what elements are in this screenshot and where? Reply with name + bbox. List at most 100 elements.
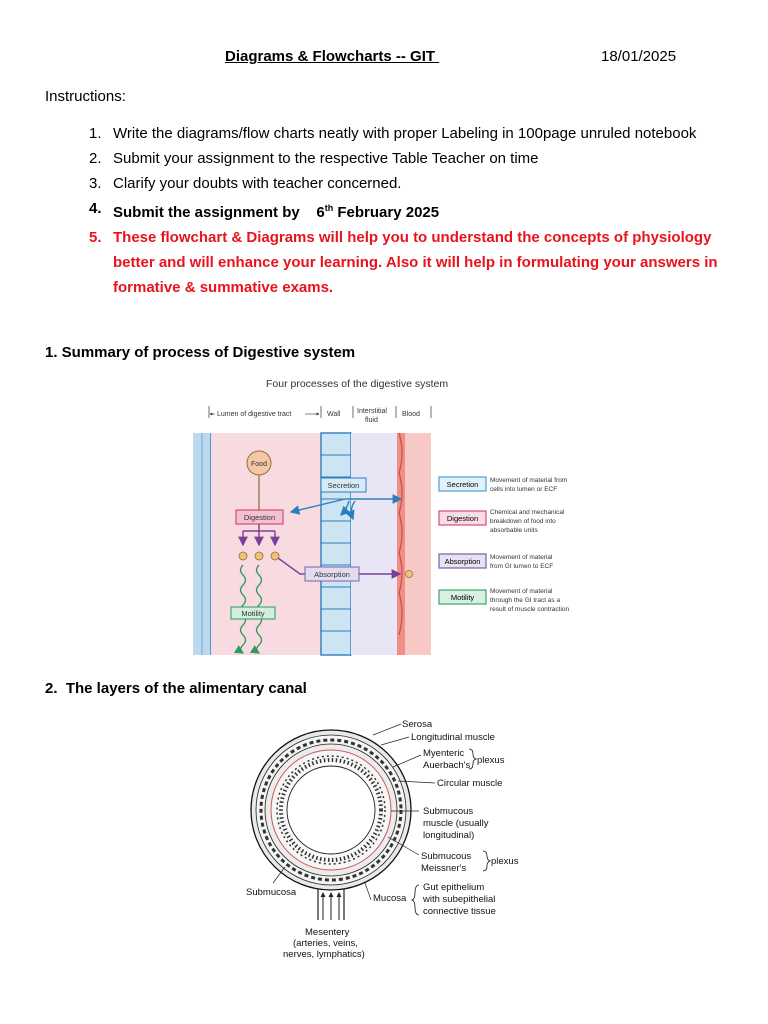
mesentery-stalk: [317, 889, 345, 920]
svg-text:cells into lumen or ECF: cells into lumen or ECF: [490, 486, 557, 493]
legend-absorption: Absorption Movement of material from GI …: [438, 553, 553, 570]
legend-digestion: Digestion Chemical and mechanical breakd…: [438, 509, 565, 534]
submucous-plexus-ring: [276, 755, 386, 865]
instruction-number: 5.: [89, 229, 102, 246]
food-label: Food: [251, 461, 267, 468]
legend-motility: Motility Movement of material through th…: [438, 588, 570, 613]
nutrient-particles: [238, 551, 280, 561]
label-auerbach: Auerbach's: [423, 760, 470, 771]
svg-text:Movement of material: Movement of material: [490, 588, 553, 595]
region-interstitial-label: Interstitial: [357, 408, 387, 415]
document-title: Diagrams & Flowcharts -- GIT: [225, 48, 440, 65]
digestion-label: Digestion: [244, 513, 275, 522]
label-plexus-1: plexus: [477, 755, 505, 766]
label-meissner: Meissner's: [421, 863, 466, 874]
svg-text:absorbable units: absorbable units: [490, 527, 538, 534]
alimentary-canal-layers-figure: Serosa Longitudinal muscle Myenteric Aue…: [246, 719, 519, 960]
svg-text:Chemical and mechanical: Chemical and mechanical: [490, 509, 565, 516]
layer-labels: Serosa Longitudinal muscle Myenteric Aue…: [246, 719, 519, 960]
ordinal-suffix: th: [324, 203, 334, 213]
vessel-wall-line: [398, 432, 403, 636]
instructions-list: 1. Write the diagrams/flow charts neatly …: [89, 121, 743, 300]
lumen: [286, 765, 376, 855]
label-submucous-muscle-1: Submucous: [423, 806, 473, 817]
svg-text:Absorption: Absorption: [445, 557, 481, 566]
region-wall-label: Wall: [327, 411, 341, 418]
document-date: 18/01/2025: [601, 48, 677, 65]
label-myenteric: Myenteric: [423, 748, 464, 759]
label-serosa: Serosa: [402, 719, 433, 730]
instruction-item-1: 1. Write the diagrams/flow charts neatly …: [89, 121, 743, 146]
instruction-text: Clarify your doubts with teacher concern…: [113, 175, 402, 192]
svg-text:Secretion: Secretion: [447, 480, 479, 489]
legend-secretion: Secretion Movement of material from cell…: [438, 476, 567, 493]
label-submucosa: Submucosa: [246, 887, 297, 898]
interstitial-region: [351, 433, 397, 655]
svg-text:breakdown of food into: breakdown of food into: [490, 518, 556, 525]
secretion-box: [320, 477, 367, 493]
label-mesentery: Mesentery: [305, 927, 350, 938]
instruction-number: 4.: [89, 200, 102, 217]
bracket-2: [482, 850, 492, 872]
digestive-processes-figure: Four processes of the digestive system L…: [193, 378, 570, 656]
instruction-text: Submit the assignment by 6: [113, 204, 325, 221]
region-fluid-label: fluid: [365, 417, 378, 424]
absorption-arrow: [277, 557, 402, 579]
region-lumen-label: Lumen of digestive tract: [217, 411, 291, 418]
cross-section: [250, 729, 412, 891]
instruction-text: These flowchart & Diagrams will help you…: [113, 229, 718, 296]
section-2-heading: 2. The layers of the alimentary canal: [45, 680, 307, 697]
instruction-item-4: 4. Submit the assignment by 6th February …: [89, 196, 743, 225]
leader-lines: [272, 723, 436, 901]
section-1-heading: 1. Summary of process of Digestive syste…: [45, 344, 356, 361]
figure-1-title: Four processes of the digestive system: [266, 378, 448, 390]
label-mesentery-detail-1: (arteries, veins,: [293, 938, 358, 949]
label-submucous: Submucous: [421, 851, 471, 862]
instruction-item-5: 5. These flowchart & Diagrams will help y…: [89, 225, 743, 300]
svg-text:result of muscle contraction: result of muscle contraction: [490, 606, 570, 613]
svg-text:Motility: Motility: [451, 593, 475, 602]
instruction-text-end: February 2025: [333, 204, 440, 221]
label-mucosa: Mucosa: [373, 893, 407, 904]
food-circle: [246, 450, 272, 476]
svg-text:Digestion: Digestion: [447, 514, 478, 523]
label-longitudinal-muscle: Longitudinal muscle: [411, 732, 495, 743]
legend: Secretion Movement of material from cell…: [438, 476, 570, 613]
instruction-number: 1.: [89, 125, 102, 142]
wall-cells: [320, 432, 352, 656]
region-blood-label: Blood: [402, 411, 420, 418]
instructions-heading: Instructions:: [45, 88, 126, 105]
myenteric-plexus-ring: [259, 738, 403, 882]
bracket-3: [410, 884, 420, 916]
label-mesentery-detail-2: nerves, lymphatics): [283, 949, 365, 960]
instruction-text: Submit your assignment to the respective…: [113, 150, 539, 167]
svg-text:Movement of material from: Movement of material from: [490, 477, 567, 484]
label-submucous-muscle-2: muscle (usually: [423, 818, 489, 829]
secretion-label: Secretion: [328, 481, 360, 490]
svg-text:from GI lumen to ECF: from GI lumen to ECF: [490, 563, 553, 570]
secretion-arrows: [289, 494, 403, 521]
label-gut-epithelium-2: with subepithelial: [422, 894, 495, 905]
instruction-item-2: 2. Submit your assignment to the respecti…: [89, 146, 743, 171]
label-submucous-muscle-3: longitudinal): [423, 830, 474, 841]
region-header: Lumen of digestive tract Wall Interstiti…: [208, 406, 432, 424]
absorption-label: Absorption: [314, 570, 350, 579]
bracket-1: [468, 748, 478, 770]
instruction-number: 3.: [89, 175, 102, 192]
absorption-box: [304, 566, 360, 582]
motility-box: [230, 606, 276, 620]
svg-text:through the GI tract as a: through the GI tract as a: [490, 597, 560, 604]
label-gut-epithelium-1: Gut epithelium: [423, 882, 484, 893]
wall-epithelium: [321, 433, 351, 655]
motility-label: Motility: [241, 609, 265, 618]
absorbed-particle: [405, 570, 413, 578]
digestion-arrows: [238, 524, 280, 547]
instruction-number: 2.: [89, 150, 102, 167]
svg-text:Movement of material: Movement of material: [490, 554, 553, 561]
label-circular-muscle: Circular muscle: [437, 778, 502, 789]
instruction-text: Write the diagrams/flow charts neatly wi…: [113, 125, 697, 142]
blood-lumen: [405, 433, 431, 655]
label-plexus-2: plexus: [491, 856, 519, 867]
instruction-item-3: 3. Clarify your doubts with teacher conce…: [89, 171, 743, 196]
label-gut-epithelium-3: connective tissue: [423, 906, 496, 917]
